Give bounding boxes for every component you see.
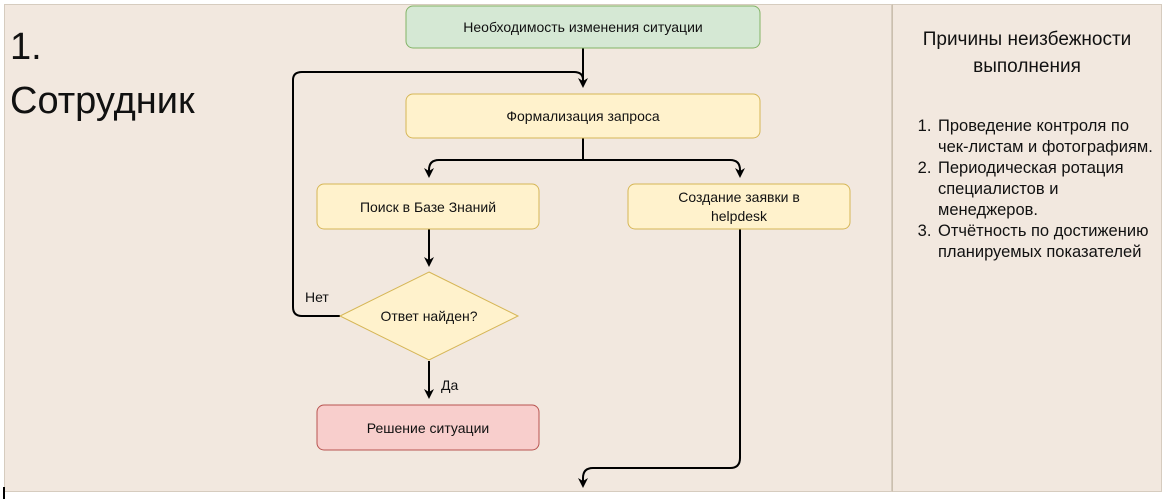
text-cursor (3, 487, 5, 499)
decision-node-label: Ответ найден? (380, 308, 477, 324)
reason-item: Проведение контроля по чек-листам и фото… (936, 116, 1154, 158)
edge-label-yes: Да (441, 377, 458, 393)
search-node-label: Поиск в Базе Знаний (360, 199, 496, 215)
formalize-node[interactable] (405, 93, 761, 139)
edge-label-no: Нет (305, 289, 329, 305)
solve-node[interactable] (316, 404, 540, 451)
edge-formalize-split (429, 138, 584, 176)
reason-item: Периодическая ротация специалистов и мен… (936, 158, 1154, 221)
formalize-node-label: Формализация запроса (506, 108, 659, 124)
reason-item: Отчётность по достижению планируемых пок… (936, 221, 1154, 263)
reasons-panel (892, 4, 1162, 492)
lane-title: 1. Сотрудник (10, 26, 195, 122)
start-node-label: Необходимость изменения ситуации (463, 19, 702, 35)
reasons-list: Проведение контроля по чек-листам и фото… (914, 116, 1154, 263)
edge-formalize-to-ticket (583, 159, 745, 178)
ticket-node-label-1: Создание заявки в (678, 189, 800, 205)
ticket-node[interactable] (627, 183, 851, 230)
search-node[interactable] (316, 183, 540, 230)
reasons-title: Причины неизбежности выполнения (922, 29, 1132, 77)
ticket-node-label-2: helpdesk (711, 208, 768, 224)
edge-ticket-down (578, 229, 741, 488)
solve-node-label: Решение ситуации (367, 420, 489, 436)
edge-no-loop (292, 71, 584, 317)
start-node[interactable] (405, 5, 761, 49)
decision-node[interactable] (338, 271, 520, 361)
